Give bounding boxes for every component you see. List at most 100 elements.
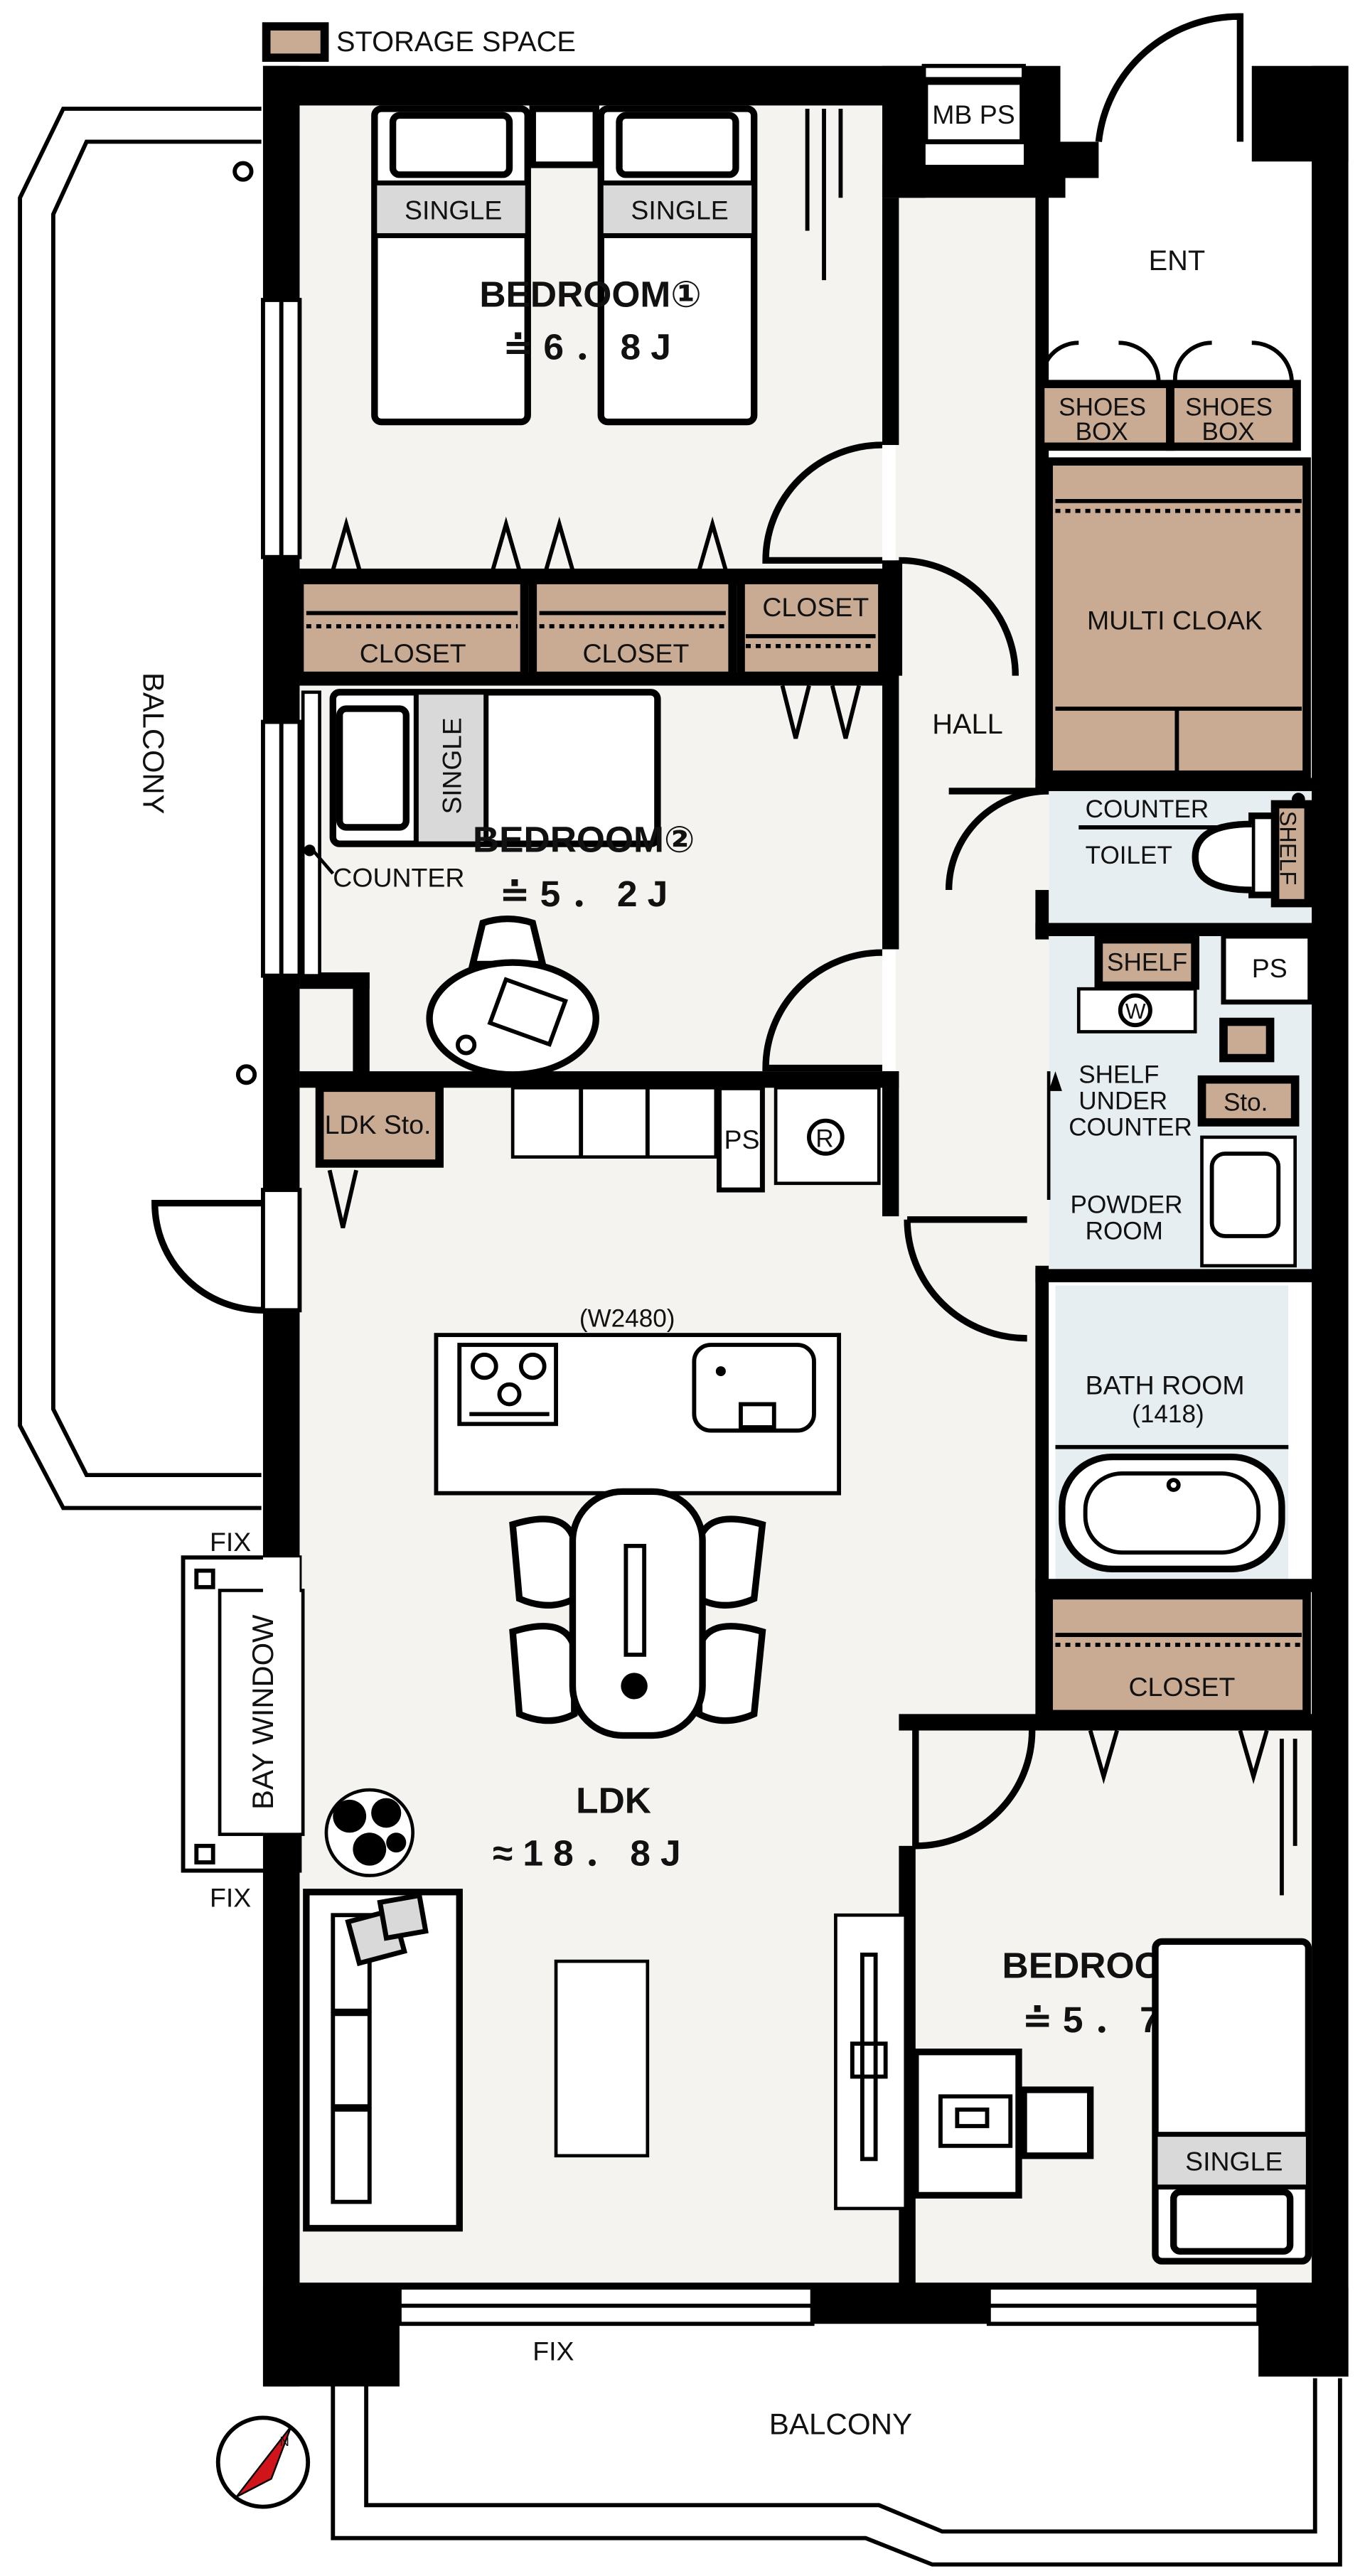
tv-stand	[834, 1913, 908, 2211]
closet-b2-doors	[780, 685, 862, 739]
bed-single-b2	[329, 689, 661, 847]
ps-kitchen-label: PS	[724, 1125, 760, 1154]
bedroom2-counter	[301, 690, 321, 977]
shoes-box-1-label-a: SHOES	[1059, 393, 1146, 421]
bedroom1-label: BEDROOM①	[479, 274, 702, 314]
kitchen-island	[434, 1333, 842, 1496]
shelf-under-label-3: COUNTER	[1069, 1114, 1192, 1142]
shoes-box-doors	[1039, 340, 1294, 383]
fridge	[774, 1085, 881, 1186]
doors	[151, 13, 1244, 1850]
bathtub-icon	[1059, 1454, 1285, 1572]
bedroom2-area: ≐5．2J	[499, 874, 678, 914]
bed-single-right	[597, 105, 758, 426]
mb-ps-box	[923, 80, 1025, 144]
dining-set	[509, 1488, 766, 1739]
balcony-bottom-label: BALCONY	[769, 2408, 912, 2441]
balcony-side-label: BALCONY	[136, 672, 170, 814]
shoes-box-2-label-a: SHOES	[1185, 393, 1273, 421]
sto-powder	[1197, 1075, 1300, 1127]
sto-powder-label: Sto.	[1224, 1089, 1268, 1117]
counter-b2-label: COUNTER	[333, 863, 464, 893]
exterior-walls	[262, 65, 1349, 2387]
shoes-box-2	[1166, 380, 1301, 451]
toilet-label: TOILET	[1086, 842, 1172, 869]
ps-upper-box	[1221, 933, 1313, 1005]
compass-icon: N	[215, 2415, 311, 2509]
bath-room-label: BATH ROOM	[1086, 1370, 1245, 1400]
shelf-under-label-2: UNDER	[1078, 1088, 1167, 1115]
closet-b2	[737, 576, 887, 680]
powder-room-label-2: ROOM	[1086, 1218, 1163, 1245]
powder-room-label-1: POWDER	[1071, 1191, 1183, 1219]
floor-ldk-hall	[899, 1219, 1049, 1714]
toilet-shelf	[1270, 800, 1313, 908]
plant-icon	[324, 1788, 415, 1877]
ldk-label: LDK	[576, 1781, 651, 1821]
closet-bath	[1044, 1591, 1311, 1719]
shelf-under-label-1: SHELF	[1078, 1061, 1159, 1088]
ps-upper-label: PS	[1252, 953, 1288, 983]
multi-cloak	[1044, 457, 1311, 779]
shelf-small	[1219, 1017, 1275, 1063]
kitchen-width-label: (W2480)	[579, 1305, 675, 1333]
floor-hall	[895, 198, 1049, 1220]
single-b3-label: SINGLE	[1185, 2147, 1283, 2177]
desk-b2	[426, 916, 599, 1078]
nightstand	[529, 105, 599, 168]
bay-window	[181, 1555, 305, 1873]
washer-symbol: W	[1125, 1000, 1146, 1024]
drain-2	[235, 1064, 257, 1085]
svg-text:N: N	[279, 2434, 289, 2449]
closet-b1-left-label: CLOSET	[360, 638, 466, 668]
fridge-symbol: R	[815, 1125, 833, 1153]
drain-1	[232, 161, 254, 182]
sink-icon	[692, 1343, 816, 1433]
single-b1-left-label: SINGLE	[405, 195, 502, 225]
coffee-table	[554, 1959, 650, 2158]
shoes-box-1-label-b: BOX	[1076, 418, 1128, 446]
shelf-laundry-label: SHELF	[1107, 949, 1187, 977]
bed-single-b3	[1152, 1938, 1312, 2265]
multi-cloak-label: MULTI CLOAK	[1087, 606, 1263, 635]
windows	[261, 63, 1261, 2327]
bed-single-left	[371, 105, 531, 426]
kitchen-back-cabinet	[510, 1085, 718, 1159]
bath-size-label: (1418)	[1132, 1400, 1204, 1428]
mb-ps-label: MB PS	[932, 100, 1015, 129]
fix-top-label: FIX	[210, 1527, 251, 1557]
closet-b2-label: CLOSET	[762, 592, 869, 622]
legend-label: STORAGE SPACE	[336, 26, 576, 58]
ps-kitchen-box	[717, 1085, 765, 1193]
curtain-bedroom3	[1280, 1739, 1297, 1896]
shelf-toilet-label: SHELF	[1275, 811, 1302, 886]
legend-swatch	[262, 22, 329, 62]
sofa	[303, 1889, 463, 2232]
curtain-bedroom1	[805, 109, 843, 281]
closet-bath-label: CLOSET	[1129, 1672, 1236, 1702]
laundry-shelf	[1094, 935, 1200, 990]
ldk-sto	[315, 1083, 444, 1168]
bedroom2-label: BEDROOM②	[473, 820, 695, 860]
counter-toilet-label: COUNTER	[1086, 795, 1209, 823]
closet-b1-right-label: CLOSET	[583, 638, 690, 668]
fix-bottom-label: FIX	[210, 1883, 251, 1913]
balcony-side-outline	[18, 107, 262, 1510]
stove-icon	[457, 1343, 558, 1427]
closet-bath-doors	[1088, 1729, 1269, 1785]
hall-label: HALL	[932, 709, 1003, 740]
desk-b3	[912, 2049, 1094, 2199]
ldk-sto-label: LDK Sto.	[325, 1110, 432, 1139]
balcony-bottom-outline	[331, 2329, 1342, 2567]
bay-window-label: BAY WINDOW	[246, 1614, 279, 1810]
floor-entrance	[1065, 178, 1295, 385]
fix-balcony-label: FIX	[532, 2336, 574, 2366]
bedroom1-area: ≐6．8J	[503, 327, 681, 367]
single-b2-label: SINGLE	[437, 717, 466, 814]
closet-b1-doors	[331, 516, 728, 571]
single-b1-right-label: SINGLE	[631, 195, 728, 225]
ent-label: ENT	[1149, 245, 1206, 277]
shoes-box-2-label-b: BOX	[1202, 418, 1255, 446]
ldk-area: ≈18．8J	[493, 1833, 691, 1874]
